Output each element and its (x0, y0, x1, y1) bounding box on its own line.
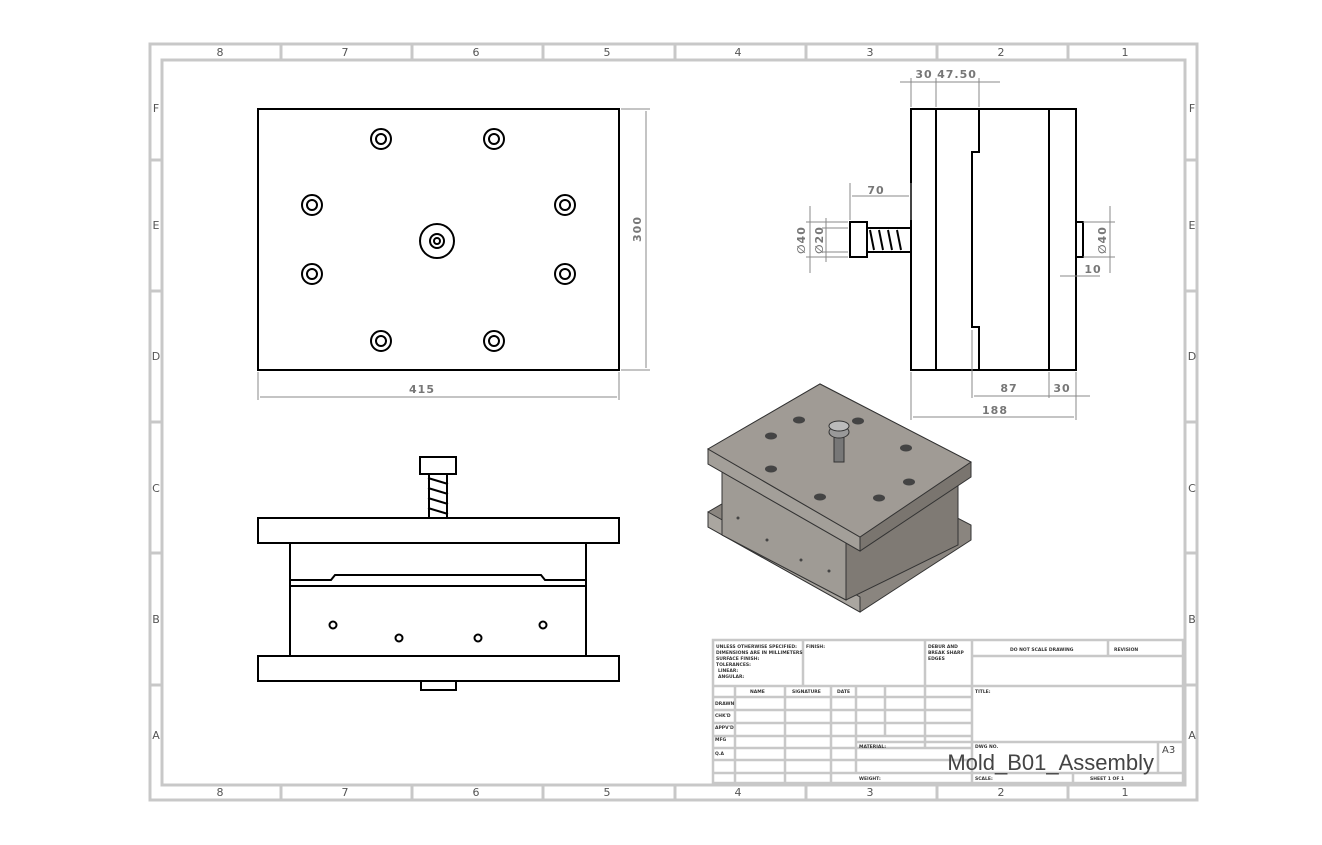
zone-col: 5 (604, 46, 611, 59)
debur-line: DEBUR AND (928, 644, 958, 650)
dim-87: 87 (1000, 382, 1017, 395)
dim-30-bottom: 30 (1053, 382, 1070, 395)
revision-label: REVISION (1114, 647, 1138, 653)
dim-10: 10 (1084, 263, 1101, 276)
bolt-hole-inner (375, 335, 387, 347)
zone-row: A (152, 729, 160, 742)
bolt-hole-inner (306, 268, 318, 280)
sheet-border (148, 42, 1199, 802)
bolt-hole (483, 128, 505, 150)
row-drawn: DRAWN (715, 701, 734, 707)
dim-70: 70 (867, 184, 884, 197)
row-mfg: MFG (715, 737, 727, 743)
scale-label: SCALE: (975, 776, 993, 782)
zone-col: 4 (735, 46, 742, 59)
zone-col: 6 (473, 46, 480, 59)
isometric-view (707, 383, 972, 613)
sheet-label: SHEET 1 OF 1 (1090, 776, 1124, 782)
tol-line: TOLERANCES: (716, 662, 751, 668)
bolt-hole-inner (375, 133, 387, 145)
col-signature: SIGNATURE (792, 689, 821, 695)
zone-col: 8 (217, 46, 224, 59)
zone-col: 1 (1122, 46, 1129, 59)
do-not-scale: DO NOT SCALE DRAWING (1010, 647, 1074, 653)
debur-line: BREAK SHARP (928, 650, 964, 656)
sheet-size: A3 (1162, 745, 1175, 756)
zone-col: 6 (473, 786, 480, 799)
title-label: TITLE: (975, 689, 991, 695)
bolt-hole-inner (488, 133, 500, 145)
dwg-no-label: DWG NO. (975, 744, 998, 750)
material-label: MATERIAL: (859, 744, 886, 750)
zone-col: 7 (342, 46, 349, 59)
zone-col: 8 (217, 786, 224, 799)
bolt-hole-inner (488, 335, 500, 347)
top-view: 415 300 (257, 108, 650, 400)
zone-row: E (153, 219, 160, 232)
row-chkd: CHK'D (715, 713, 731, 719)
side-view: 30 47.50 70 ∅40 ∅20 ∅40 10 87 30 188 (795, 68, 1115, 420)
tol-line: ANGULAR: (718, 674, 744, 680)
debur-line: EDGES (928, 656, 945, 662)
zone-row: E (1189, 219, 1196, 232)
row-qa: Q.A (715, 751, 725, 757)
dim-dia40-right: ∅40 (1096, 226, 1109, 254)
dim-dia40-left: ∅40 (795, 226, 808, 254)
finish-label: FINISH: (806, 644, 825, 650)
dim-300: 300 (631, 216, 644, 242)
zone-col: 1 (1122, 786, 1129, 799)
bolt-hole (370, 330, 392, 352)
bolt-hole (370, 128, 392, 150)
zone-row: A (1188, 729, 1196, 742)
tol-line: LINEAR: (718, 668, 738, 674)
bolt-hole (483, 330, 505, 352)
zone-row: B (1188, 613, 1196, 626)
row-appvd: APPV'D (715, 725, 734, 731)
dim-47-50: 47.50 (937, 68, 977, 81)
drawing-number: Mold_B01_Assembly (947, 750, 1154, 775)
bolt-hole-inner (306, 199, 318, 211)
bolt-hole (301, 263, 323, 285)
zone-row: C (152, 482, 160, 495)
col-date: DATE (837, 689, 850, 695)
zone-col: 4 (735, 786, 742, 799)
bolt-hole (554, 194, 576, 216)
col-name: NAME (750, 689, 765, 695)
zone-row: B (152, 613, 160, 626)
dim-30-top: 30 (915, 68, 932, 81)
weight-label: WEIGHT: (859, 776, 881, 782)
zone-row: C (1188, 482, 1196, 495)
bolt-hole-inner (559, 199, 571, 211)
zone-col: 5 (604, 786, 611, 799)
bolt-hole (554, 263, 576, 285)
zone-row: F (1189, 102, 1195, 115)
zone-col: 7 (342, 786, 349, 799)
tol-line: DIMENSIONS ARE IN MILLIMETERS (716, 650, 803, 656)
dim-188: 188 (982, 404, 1008, 417)
dim-dia20: ∅20 (813, 226, 826, 254)
tol-line: UNLESS OTHERWISE SPECIFIED: (716, 644, 797, 650)
zone-col: 2 (998, 786, 1005, 799)
title-block: UNLESS OTHERWISE SPECIFIED: DIMENSIONS A… (711, 638, 1185, 785)
dim-415: 415 (409, 383, 435, 396)
tol-line: SURFACE FINISH: (716, 656, 760, 662)
bolt-hole-inner (559, 268, 571, 280)
zone-row: D (1188, 350, 1196, 363)
front-view (257, 456, 620, 691)
zone-row: D (152, 350, 160, 363)
zone-labels: 8 7 6 5 4 3 2 1 8 7 6 5 4 3 2 1 F E D C … (152, 46, 1196, 799)
zone-col: 2 (998, 46, 1005, 59)
zone-col: 3 (867, 46, 874, 59)
bolt-hole (301, 194, 323, 216)
zone-col: 3 (867, 786, 874, 799)
zone-row: F (153, 102, 159, 115)
